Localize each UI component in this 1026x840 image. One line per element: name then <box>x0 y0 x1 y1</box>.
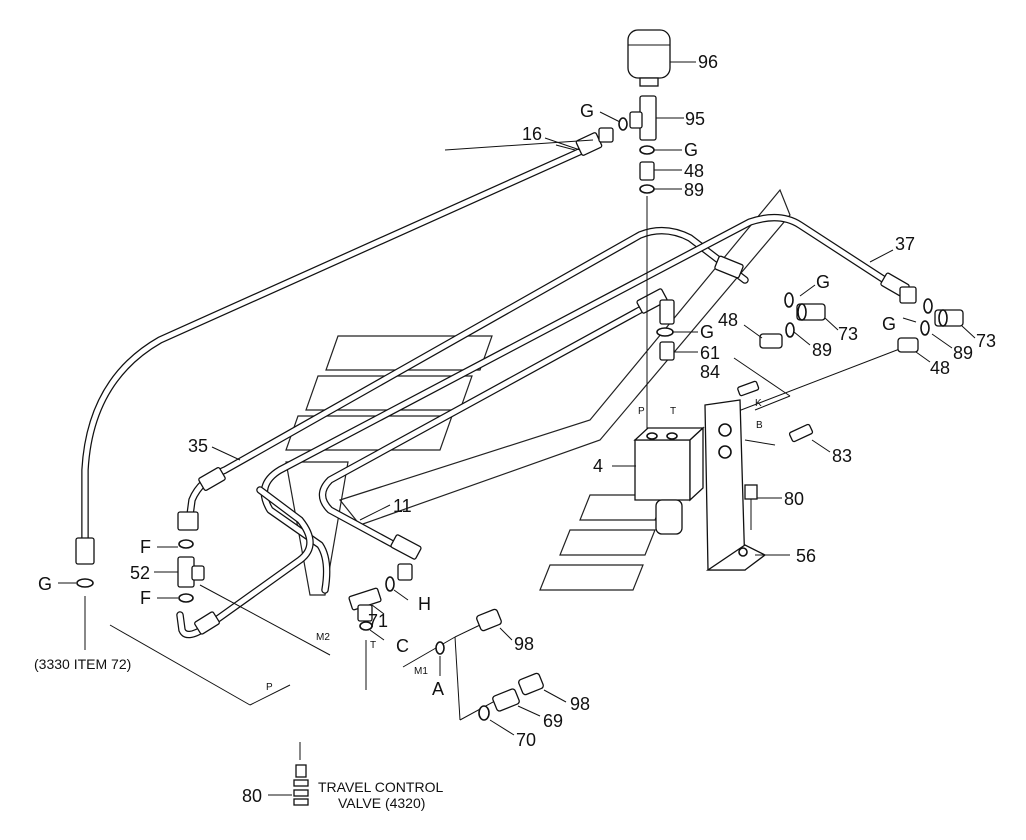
hose-35 <box>177 226 749 531</box>
callout-c: C <box>396 636 409 656</box>
callout-95: 95 <box>685 109 705 129</box>
callout-48-mid: 48 <box>718 310 738 330</box>
callout-11: 11 <box>393 496 412 516</box>
callout-89-right: 89 <box>953 343 973 363</box>
callout-73-mid: 73 <box>838 324 858 344</box>
port-p2: P <box>266 682 273 693</box>
callout-h: H <box>418 594 431 614</box>
callout-52: 52 <box>130 563 150 583</box>
hose-16 <box>75 127 614 565</box>
callout-98-lower: 98 <box>570 694 590 714</box>
callout-a: A <box>432 679 444 699</box>
callout-g-top2: G <box>684 140 698 160</box>
callout-48-top: 48 <box>684 161 704 181</box>
note-item-72: (3330 ITEM 72) <box>34 656 131 672</box>
callout-4: 4 <box>593 456 603 476</box>
note-travel-line2: VALVE (4320) <box>338 795 425 811</box>
port-b: B <box>756 420 763 431</box>
port-k: K <box>755 398 762 409</box>
callout-35: 35 <box>188 436 208 456</box>
callout-80-bottom: 80 <box>242 786 262 806</box>
port-t: T <box>670 406 676 417</box>
callout-leaders <box>58 61 976 796</box>
callout-f-bottom: F <box>140 588 151 608</box>
callout-f-top: F <box>140 537 151 557</box>
port-labels: P T K B M2 M1 T P <box>266 398 763 693</box>
hose-11 <box>318 288 675 581</box>
callout-80-right: 80 <box>784 489 804 509</box>
valve-block-4 <box>633 426 705 535</box>
callout-98-upper: 98 <box>514 634 534 654</box>
callout-73-right: 73 <box>976 331 996 351</box>
callout-16: 16 <box>522 124 542 144</box>
callout-48-right: 48 <box>930 358 950 378</box>
port-m1: M1 <box>414 666 428 677</box>
tee-fitting-95 <box>618 95 657 141</box>
callout-g-left: G <box>38 574 52 594</box>
callout-89-top: 89 <box>684 180 704 200</box>
breather-filter-96 <box>627 29 671 87</box>
callout-83: 83 <box>832 446 852 466</box>
center-fittings <box>348 576 395 631</box>
callout-56: 56 <box>796 546 816 566</box>
port-p: P <box>638 406 645 417</box>
callout-37: 37 <box>895 234 915 254</box>
hose-37 <box>260 213 917 594</box>
callout-labels: 96 95 G 16 G 48 89 37 G 73 48 G 61 84 89… <box>38 52 996 806</box>
callout-96: 96 <box>698 52 718 72</box>
note-travel-line1: TRAVEL CONTROL <box>318 779 443 795</box>
port-m2: M2 <box>316 632 330 643</box>
right-fittings <box>759 292 964 353</box>
port-t2: T <box>370 640 376 651</box>
bracket-56 <box>704 399 767 571</box>
pressure-switches <box>435 608 544 721</box>
callout-89-mid: 89 <box>812 340 832 360</box>
callout-g-top: G <box>580 101 594 121</box>
callout-61: 61 <box>700 343 720 363</box>
hose-lower-left <box>176 486 314 639</box>
callout-g-far: G <box>882 314 896 334</box>
callout-84: 84 <box>700 362 720 382</box>
bolts <box>293 380 814 806</box>
callout-g-mid: G <box>700 322 714 342</box>
callout-71: 71 <box>368 611 388 631</box>
callout-70: 70 <box>516 730 536 750</box>
callout-g-right: G <box>816 272 830 292</box>
callout-69: 69 <box>543 711 563 731</box>
notes: (3330 ITEM 72) TRAVEL CONTROL VALVE (432… <box>34 656 443 811</box>
upper-fittings <box>639 145 675 361</box>
